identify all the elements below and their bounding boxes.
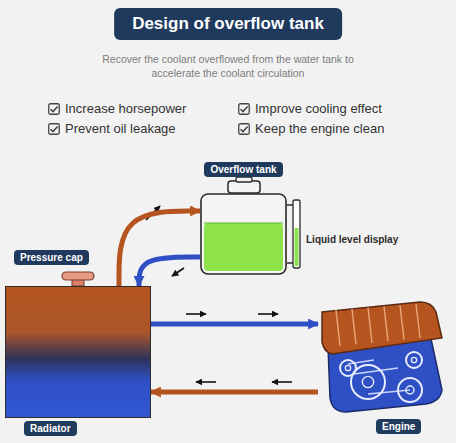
tank-cap: [228, 181, 260, 193]
coolant-pipe: [151, 322, 318, 327]
pulley-hub: [362, 376, 373, 387]
title-banner: Design of overflow tank: [114, 8, 342, 40]
tube-bracket: [287, 204, 293, 206]
pressure-cap: [62, 272, 94, 280]
pulley: [340, 360, 356, 376]
head-rib: [336, 310, 340, 346]
engine-illustration: [318, 298, 446, 416]
checkbox-tick: [51, 126, 58, 131]
head-rib: [368, 308, 372, 343]
level-liquid: [295, 228, 299, 266]
feature-item: Improve cooling effect: [238, 101, 382, 116]
head-rib: [352, 309, 356, 345]
checkbox-tick: [241, 126, 248, 131]
checkbox-tick: [241, 106, 248, 111]
checkbox-frame: [239, 124, 250, 135]
overflow-tank: Overflow tank: [200, 193, 287, 275]
engine-belt: [348, 360, 410, 394]
flow-arrow: [272, 381, 292, 383]
pulley-hub: [411, 357, 416, 362]
feature-item: Keep the engine clean: [238, 121, 384, 136]
feature-item: Increase horsepower: [48, 101, 186, 116]
flow-arrow: [258, 313, 278, 315]
part-label: Liquid level display: [306, 234, 398, 245]
subtitle: Recover the coolant overflowed from the …: [92, 52, 364, 80]
pulley-hub: [406, 386, 414, 394]
level-tube: [293, 200, 300, 268]
coolant-pipe: [151, 390, 318, 395]
checkbox-frame: [49, 124, 60, 135]
coolant-liquid: [204, 223, 283, 271]
engine: Engine: [318, 298, 446, 416]
part-label: Pressure cap: [14, 250, 89, 265]
flow-arrow: [186, 313, 206, 315]
flow-arrow: [172, 268, 184, 276]
checkbox-icon: [48, 103, 60, 115]
checkbox-frame: [239, 104, 250, 115]
checkbox-frame: [49, 104, 60, 115]
radiator: Radiator: [5, 286, 151, 418]
checkbox-icon: [48, 123, 60, 135]
head-rib: [416, 304, 420, 338]
feature-item: Prevent oil leakage: [48, 121, 176, 136]
tank-body: [201, 194, 286, 274]
cylinder-head: [322, 302, 442, 354]
flow-arrow: [196, 381, 216, 383]
checkbox-tick: [51, 106, 58, 111]
checkbox-icon: [238, 123, 250, 135]
pulley-hub: [345, 365, 350, 370]
coolant-pipe: [139, 257, 200, 286]
tank-cap-knob: [236, 177, 252, 182]
coolant-pipe: [119, 211, 200, 286]
head-rib: [384, 306, 388, 341]
pulley: [398, 378, 422, 402]
node-title: Engine: [376, 419, 421, 434]
pulley: [406, 352, 422, 368]
node-title: Overflow tank: [204, 162, 282, 177]
tank-outline: [200, 193, 287, 275]
checkbox-icon: [238, 103, 250, 115]
head-rib: [400, 305, 404, 339]
node-title: Radiator: [24, 421, 77, 436]
tube-bracket: [287, 262, 293, 264]
liquid-surface: [204, 222, 283, 223]
